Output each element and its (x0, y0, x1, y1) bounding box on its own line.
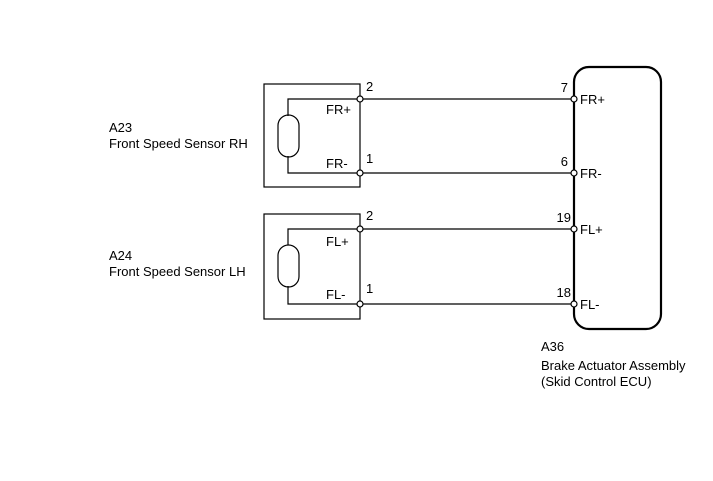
ecu-housing (572, 65, 663, 331)
sensor-lh-housing (263, 213, 361, 320)
sensor-rh-pin-bottom: 1 (366, 151, 373, 166)
terminal-circle-lh-1 (356, 300, 364, 308)
wires (360, 98, 574, 305)
ecu: 7 FR+ 6 FR- 19 FL+ 18 FL- A36 Brake Actu… (541, 65, 686, 389)
sensor-lh-pin-bottom: 1 (366, 281, 373, 296)
ecu-pin-label-fl-minus: FL- (580, 297, 600, 312)
terminal-circle-rh-2 (356, 95, 364, 103)
sensor-lh-name: Front Speed Sensor LH (109, 264, 246, 279)
ecu-pin-number-6: 6 (561, 154, 568, 169)
sensor-lh-label-bottom: FL- (326, 287, 346, 302)
sensor-lh: FL+ FL- 2 1 A24 Front Speed Sensor LH (109, 208, 373, 320)
sensor-lh-label-top: FL+ (326, 234, 349, 249)
sensor-rh-internal-wire (287, 98, 360, 174)
ecu-pin-number-7: 7 (561, 80, 568, 95)
terminal-circle-ecu-19 (570, 225, 578, 233)
terminal-circle-ecu-18 (570, 300, 578, 308)
ecu-code: A36 (541, 339, 564, 354)
terminals (356, 95, 578, 308)
ecu-pin-label-fr-plus: FR+ (580, 92, 605, 107)
ecu-name-line2: (Skid Control ECU) (541, 374, 652, 389)
sensor-lh-coil-icon (277, 244, 300, 288)
ecu-pin-number-19: 19 (557, 210, 571, 225)
sensor-lh-pin-top: 2 (366, 208, 373, 223)
sensor-rh-housing (263, 83, 361, 188)
sensor-lh-code: A24 (109, 248, 132, 263)
ecu-pin-number-18: 18 (557, 285, 571, 300)
terminal-circle-ecu-7 (570, 95, 578, 103)
ecu-pin-label-fr-minus: FR- (580, 166, 602, 181)
sensor-rh-label-top: FR+ (326, 102, 351, 117)
terminal-circle-ecu-6 (570, 169, 578, 177)
terminal-circle-lh-2 (356, 225, 364, 233)
sensor-rh-coil-icon (277, 114, 300, 158)
sensor-rh-code: A23 (109, 120, 132, 135)
sensor-rh-label-bottom: FR- (326, 156, 348, 171)
sensor-rh-name: Front Speed Sensor RH (109, 136, 248, 151)
sensor-rh-pin-top: 2 (366, 79, 373, 94)
ecu-pin-label-fl-plus: FL+ (580, 222, 603, 237)
ecu-name-line1: Brake Actuator Assembly (541, 358, 686, 373)
sensor-rh: FR+ FR- 2 1 A23 Front Speed Sensor RH (109, 79, 373, 188)
terminal-circle-rh-1 (356, 169, 364, 177)
sensor-lh-internal-wire (287, 228, 360, 305)
